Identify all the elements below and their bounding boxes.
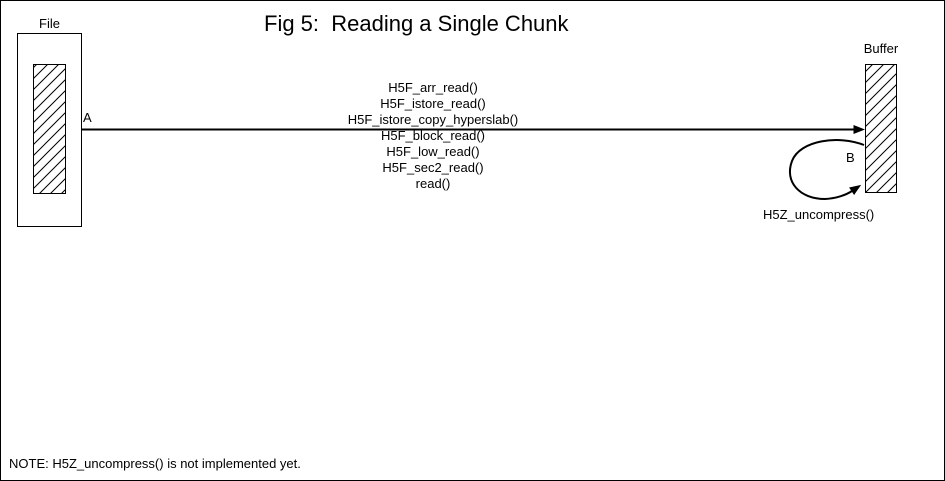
- uncompress-function-label: H5Z_uncompress(): [763, 207, 875, 222]
- loop-b-label: B: [846, 150, 855, 165]
- figure-title: Fig 5: Reading a Single Chunk: [264, 11, 569, 36]
- file-chunk-hatch: [33, 64, 66, 194]
- note-text: NOTE: H5Z_uncompress() is not implemente…: [9, 456, 301, 471]
- arrow-a-label: A: [83, 110, 92, 125]
- call-stack: H5F_arr_read() H5F_istore_read() H5F_ist…: [273, 80, 593, 192]
- call-stack-line: H5F_istore_read(): [380, 96, 486, 111]
- call-stack-line: H5F_arr_read(): [388, 80, 478, 95]
- call-stack-line: H5F_istore_copy_hyperslab(): [347, 112, 519, 127]
- call-stack-line: read(): [415, 176, 451, 191]
- call-stack-line: H5F_low_read(): [386, 144, 480, 159]
- file-label: File: [39, 16, 60, 31]
- loop-b-arrow: [789, 139, 865, 201]
- buffer-hatch: [865, 64, 897, 193]
- call-stack-line: H5F_block_read(): [380, 128, 486, 143]
- call-stack-line: H5F_sec2_read(): [382, 160, 484, 175]
- buffer-label: Buffer: [863, 41, 899, 56]
